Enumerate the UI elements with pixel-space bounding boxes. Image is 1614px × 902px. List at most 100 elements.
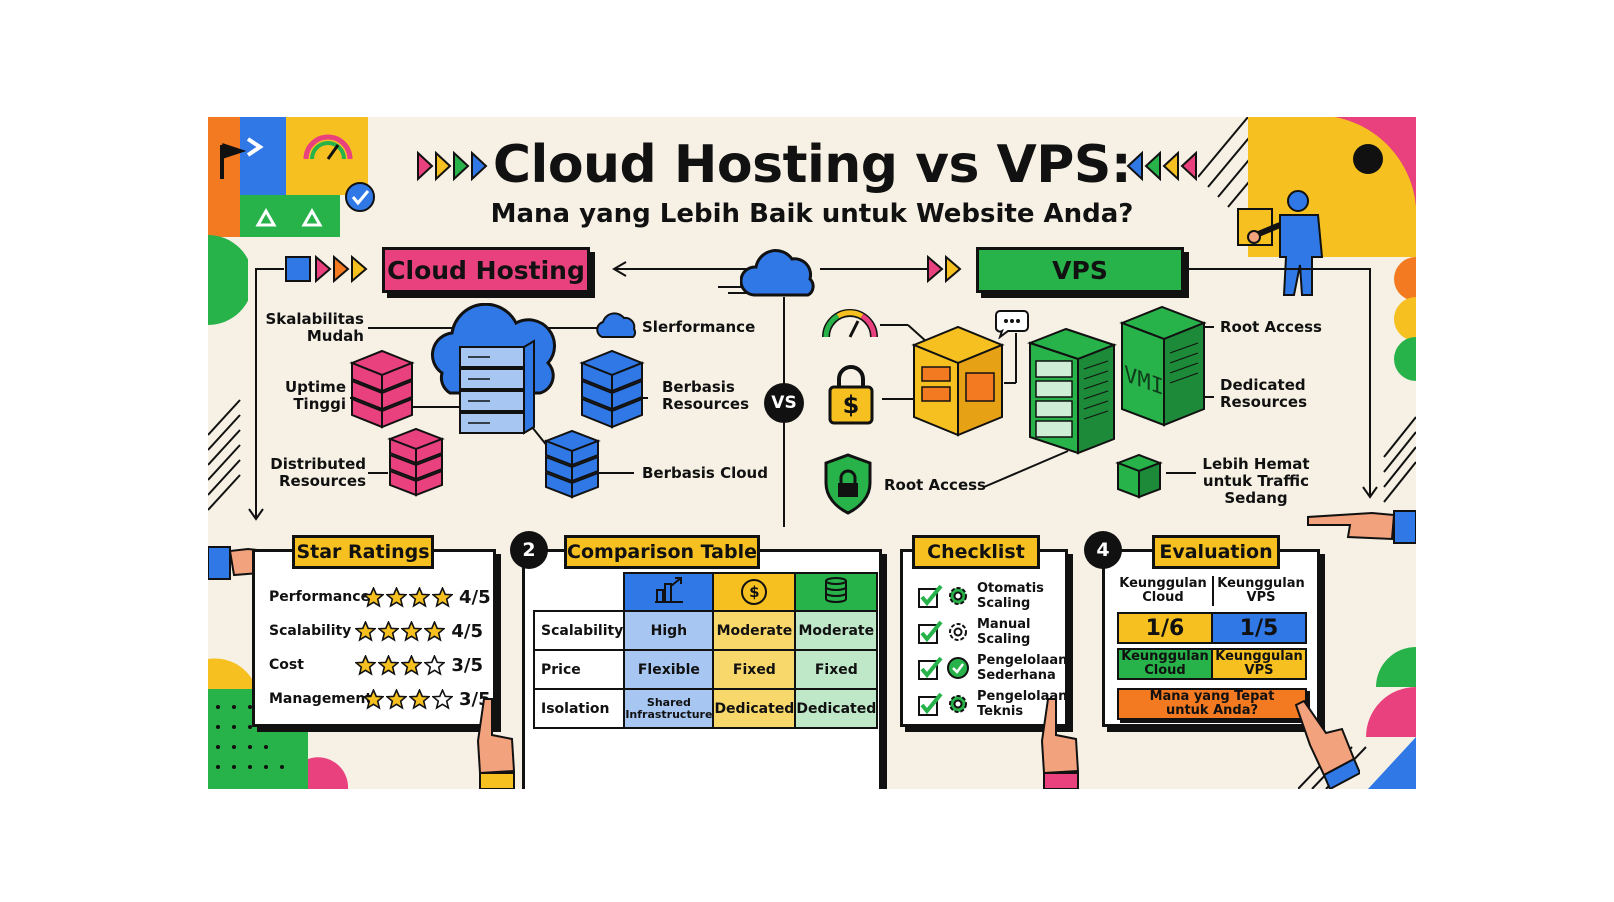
checkbox-checked-icon bbox=[918, 692, 943, 716]
blue-database-icon bbox=[579, 349, 645, 429]
pink-database-small-icon bbox=[387, 427, 445, 497]
star-filled-icon bbox=[386, 586, 407, 608]
decor-bottom-right bbox=[1298, 647, 1416, 789]
gear-icon bbox=[949, 695, 967, 713]
rating-label: Scalability bbox=[269, 623, 352, 639]
dedicated-cell: Fixed bbox=[794, 649, 879, 690]
cloud-cell: Flexible bbox=[623, 649, 715, 690]
banner-arrows-vps bbox=[927, 254, 962, 284]
hand-pointer-icon-3 bbox=[1294, 699, 1360, 789]
vps-root-access-bottom: Root Access bbox=[884, 476, 986, 494]
price-symbol: $ bbox=[842, 391, 860, 419]
rating-label: Cost bbox=[269, 657, 304, 673]
banner-arrows-cloud bbox=[285, 254, 368, 284]
small-cloud-icon bbox=[596, 312, 637, 338]
vps-cell: Dedicated bbox=[712, 688, 797, 729]
star-filled-icon bbox=[409, 586, 430, 608]
dedicated-cell: Dedicated bbox=[794, 688, 879, 729]
chat-bubble-icon bbox=[994, 310, 1029, 339]
eval-tag-vps: Keunggulan VPS bbox=[1211, 648, 1307, 680]
rating-stars bbox=[363, 688, 453, 710]
row-label: Scalability bbox=[532, 610, 626, 651]
checkbox-checked-icon bbox=[918, 584, 943, 608]
star-filled-icon bbox=[363, 586, 384, 608]
checklist-label: Manual Scaling bbox=[977, 617, 1031, 647]
decor-left-side bbox=[208, 235, 248, 511]
feature-berbasis-cloud: Berbasis Cloud bbox=[642, 464, 768, 482]
comparison-title: Comparison Table bbox=[564, 535, 760, 569]
yellow-server-box-icon bbox=[911, 325, 1005, 437]
rating-label: Management bbox=[269, 691, 373, 707]
col-header-cloud bbox=[623, 572, 715, 612]
feature-skalabilitas-mudah: Skalabilitas Mudah bbox=[265, 310, 364, 345]
star-filled-icon bbox=[355, 620, 377, 642]
rating-stars bbox=[355, 654, 446, 676]
evaluation-panel: Keunggulan Cloud Keunggulan VPS 1/6 1/5 … bbox=[1102, 549, 1320, 727]
cloud-icon bbox=[740, 249, 815, 297]
decor-right-side bbox=[1383, 257, 1416, 503]
checklist-item: Manual Scaling bbox=[917, 614, 1030, 650]
col-header-vps: $ bbox=[712, 572, 797, 612]
pink-database-icon bbox=[349, 349, 415, 429]
vps-cell: Moderate bbox=[712, 610, 797, 651]
checkbox-checked-icon bbox=[918, 620, 943, 644]
rating-stars bbox=[355, 620, 446, 642]
page-title: Cloud Hosting vs VPS: bbox=[492, 135, 1132, 195]
gear-icon bbox=[949, 623, 967, 641]
cloud-server-stack-icon bbox=[431, 303, 556, 435]
vps-dedicated-resources: Dedicated Resources bbox=[1220, 376, 1308, 411]
price-lock-icon bbox=[828, 365, 874, 425]
checklist-label: Otomatis Scaling bbox=[977, 581, 1044, 611]
vs-badge: VS bbox=[764, 383, 804, 423]
checklist-item: Otomatis Scaling bbox=[917, 578, 1044, 614]
vm-server-icon bbox=[1119, 305, 1207, 427]
checklist-title: Checklist bbox=[912, 535, 1040, 569]
gauge-icon bbox=[822, 309, 878, 338]
cloud-hosting-banner: Cloud Hosting bbox=[382, 247, 590, 293]
star-ratings-title: Star Ratings bbox=[292, 535, 434, 569]
growth-chart-icon bbox=[654, 577, 683, 603]
rating-stars bbox=[363, 586, 453, 608]
small-green-cube-icon bbox=[1115, 453, 1163, 499]
gear-icon bbox=[949, 587, 967, 605]
step-number-2: 2 bbox=[510, 531, 548, 569]
dollar-coin-icon: $ bbox=[741, 579, 768, 605]
hand-pointer-up-icon bbox=[476, 698, 516, 789]
rating-label: Performance bbox=[269, 589, 371, 605]
star-empty-icon bbox=[432, 688, 453, 710]
eval-divider bbox=[1212, 576, 1214, 606]
star-filled-icon bbox=[378, 620, 400, 642]
feature-performance: Slerformance bbox=[642, 318, 756, 336]
eval-tag-cloud: Keunggulan Cloud bbox=[1117, 648, 1213, 680]
eval-col-vps: Keunggulan VPS bbox=[1217, 576, 1305, 605]
dedicated-cell: Moderate bbox=[794, 610, 879, 651]
hand-pointer-up-icon-2 bbox=[1040, 698, 1080, 789]
eval-cta-button[interactable]: Mana yang Tepat untuk Anda? bbox=[1117, 688, 1307, 720]
rating-value: 4/5 bbox=[451, 620, 483, 642]
checklist-item: Pengelolaan Teknis bbox=[917, 686, 1067, 722]
row-label: Price bbox=[532, 649, 626, 690]
cloud-cell: Shared Infrastructure bbox=[623, 688, 715, 729]
star-filled-icon bbox=[363, 688, 384, 710]
row-label: Isolation bbox=[532, 688, 626, 729]
star-filled-icon bbox=[424, 620, 446, 642]
blue-database-small-icon bbox=[543, 429, 601, 499]
rating-value: 3/5 bbox=[451, 654, 483, 676]
eval-score-vps: 1/5 bbox=[1211, 612, 1307, 644]
vps-lebih-hemat: Lebih Hemat untuk Traffic Sedang bbox=[1202, 455, 1310, 507]
checklist-label: Pengelolaan Sederhana bbox=[977, 653, 1068, 683]
shield-lock-icon bbox=[824, 453, 872, 515]
feature-uptime-tinggi: Uptime Tinggi bbox=[284, 378, 346, 413]
cloud-cell: High bbox=[623, 610, 715, 651]
checkbox-checked-icon bbox=[918, 656, 943, 680]
feature-berbasis-resources: Berbasis Resources bbox=[662, 378, 750, 413]
rating-row: Cost 3/5 bbox=[269, 650, 483, 680]
star-filled-icon bbox=[355, 654, 377, 676]
